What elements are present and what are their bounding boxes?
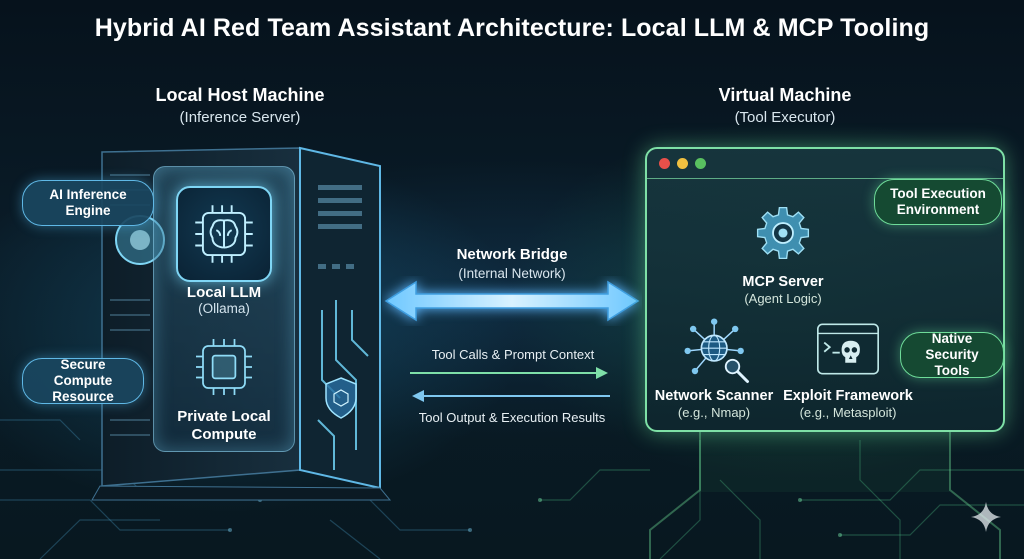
network-bridge-title: Network Bridge [456, 246, 568, 263]
skull-terminal-icon [817, 323, 879, 375]
page-title: Hybrid AI Red Team Assistant Architectur… [94, 14, 930, 42]
bidirectional-bridge-arrow [384, 280, 640, 322]
callout-native-security-tools: Native Security Tools [900, 331, 1004, 378]
network-scanner-title: Network Scanner [654, 388, 774, 404]
private-compute-label: Private Local Compute [177, 408, 271, 443]
mcp-server-title: MCP Server [742, 274, 824, 290]
outbound-arrow [410, 367, 608, 379]
network-scanner-sub: (e.g., Nmap) [677, 405, 751, 420]
vm-heading-text: Virtual Machine [718, 85, 852, 105]
callout-tool-execution-environment: Tool Execution Environment [874, 179, 1002, 225]
host-heading-text: Local Host Machine [155, 85, 325, 105]
host-subheading: (Inference Server) [179, 109, 301, 126]
cpu-chip-icon [196, 339, 252, 395]
callout-secure-compute: Secure Compute Resource [22, 357, 144, 404]
inbound-arrow [412, 390, 610, 402]
exploit-framework-title: Exploit Framework [783, 388, 913, 404]
close-dot[interactable] [659, 158, 670, 169]
network-bridge-sub: (Internal Network) [458, 266, 566, 281]
magnifier-icon [724, 358, 749, 383]
brain-chip-icon [195, 205, 253, 263]
minimize-dot[interactable] [677, 158, 688, 169]
sparkle-icon [971, 502, 1001, 532]
exploit-framework-label: Exploit Framework (e.g., Metasploit) [780, 388, 916, 420]
network-scanner-label: Network Scanner (e.g., Nmap) [652, 388, 776, 420]
vm-subheading: (Tool Executor) [734, 109, 836, 126]
local-llm-chip[interactable] [176, 186, 272, 282]
outbound-flow-label: Tool Calls & Prompt Context [431, 347, 595, 362]
network-bridge-label: Network Bridge (Internal Network) [412, 246, 612, 281]
gear-icon [756, 206, 810, 260]
vm-heading: Virtual Machine (Tool Executor) [635, 85, 935, 126]
inbound-flow-label: Tool Output & Execution Results [418, 410, 606, 425]
shield-icon [325, 377, 357, 419]
mcp-server-label: MCP Server (Agent Logic) [720, 274, 846, 306]
host-heading: Local Host Machine (Inference Server) [90, 85, 390, 126]
mcp-server-sub: (Agent Logic) [744, 291, 822, 306]
exploit-framework-sub: (e.g., Metasploit) [799, 405, 897, 420]
local-llm-title: Local LLM [186, 284, 262, 301]
maximize-dot[interactable] [695, 158, 706, 169]
globe-network-icon [684, 318, 744, 375]
callout-ai-inference-engine: AI Inference Engine [22, 180, 154, 226]
local-llm-label: Local LLM (Ollama) [160, 284, 288, 316]
local-llm-sub: (Ollama) [198, 301, 250, 316]
vm-titlebar [647, 149, 1003, 179]
